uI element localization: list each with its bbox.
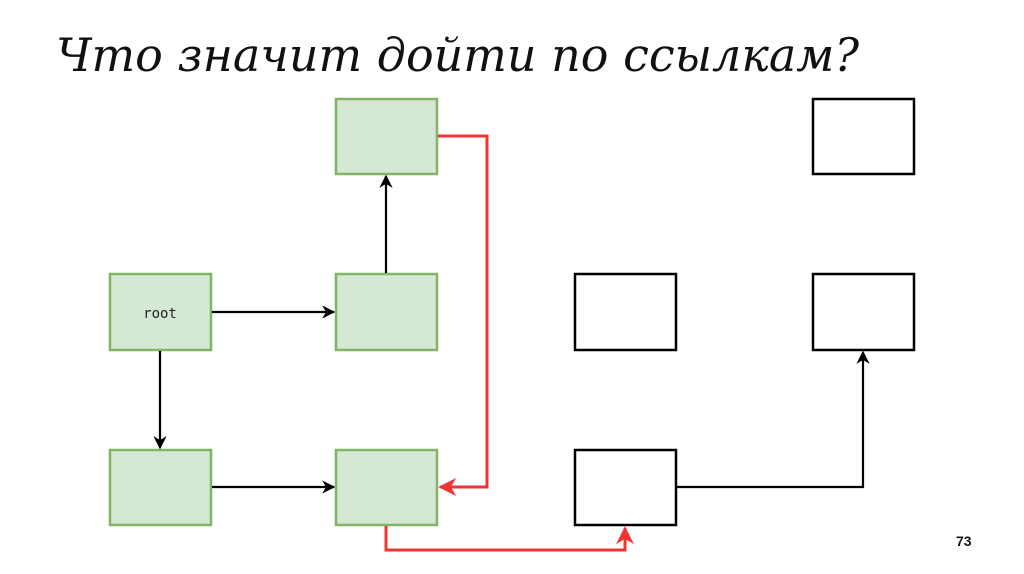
node-mid-right <box>811 272 916 352</box>
node-mid-center <box>573 272 678 352</box>
edge-top-to-bot-mid-highlight <box>438 134 489 496</box>
node-bot-mid <box>334 448 439 527</box>
page-number: 73 <box>956 533 972 549</box>
node-root-label: root <box>143 306 177 322</box>
node-root: root <box>108 272 213 352</box>
node-top-mid <box>334 97 439 176</box>
edge-bot-center-to-mid-right <box>677 350 870 489</box>
node-bot-center <box>573 448 678 527</box>
node-top-right <box>811 97 916 176</box>
slide-title: Что значит дойти по ссылкам? <box>56 28 860 82</box>
node-bot-left <box>108 448 213 527</box>
node-mid-mid <box>334 272 439 352</box>
edge-bot-mid-to-bot-center-highlight <box>384 526 634 552</box>
